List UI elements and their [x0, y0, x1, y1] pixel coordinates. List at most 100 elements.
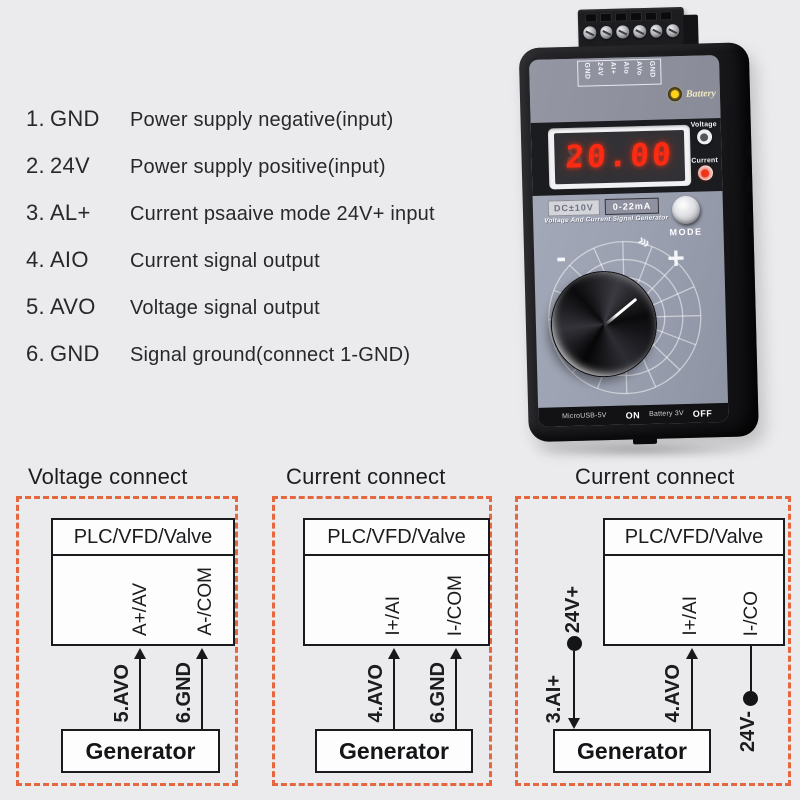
side-notch [743, 177, 752, 193]
wire-line [750, 646, 752, 692]
voltage-indicator: Voltage [689, 121, 720, 145]
wire-arrow-down [568, 651, 580, 729]
side-notch [744, 212, 753, 228]
wire-arrow-up [686, 648, 698, 729]
off-label: OFF [692, 407, 713, 419]
terminal-screw [583, 26, 597, 40]
wire-junction-dot [743, 691, 758, 706]
legend-pin-name: AL+ [49, 200, 91, 225]
legend-desc: Power supply positive(input) [130, 156, 386, 178]
plc-terminal-label: A+/AV [130, 583, 151, 636]
legend-num: 1. [26, 106, 45, 131]
wire-label: 4.AVO [365, 664, 387, 723]
legend-num: 6. [26, 341, 45, 366]
battery-label: Battery [685, 87, 717, 100]
plc-label: PLC/VFD/Valve [605, 520, 783, 556]
device-body: GND 24V AI+ AIo AVo GND Battery [518, 42, 759, 445]
wire-label: 5.AVO [111, 664, 133, 723]
plc-terminal-label: I-/CO [741, 590, 762, 636]
legend-pin-name: AVO [49, 294, 96, 319]
legend-desc: Signal ground(connect 1-GND) [130, 344, 411, 366]
display-value: 20.00 [564, 136, 675, 176]
diagram-voltage-connect: Voltage connect PLC/VFD/Valve A+/AV A-/C… [16, 464, 238, 786]
power-port-label: MicroUSB-5V [561, 412, 607, 421]
wire-label: 6.GND [427, 661, 449, 723]
legend-desc: Voltage signal output [130, 297, 320, 319]
diagram-frame: PLC/VFD/Valve I+/AI I-/COM 4.AVO 6.GND G… [272, 496, 492, 786]
usb-port [632, 436, 658, 445]
diagram-title: Current connect [286, 464, 446, 489]
current-indicator: Current [690, 157, 721, 181]
legend-pin-name: 24V [49, 153, 90, 178]
voltage-led-label: Voltage [690, 121, 717, 129]
legend-desc: Current psaaive mode 24V+ input [130, 203, 435, 225]
generator-box: Generator [315, 729, 473, 773]
plc-terminal-label: I+/AI [383, 596, 404, 636]
diagram-frame: PLC/VFD/Valve A+/AV A-/COM 5.AVO 6.GND G… [16, 496, 238, 786]
plc-terminal-label: I+/AI [680, 596, 701, 636]
legend-item: 4.AIO Current signal output [26, 247, 496, 294]
legend-item: 1.GND Power supply negative(input) [26, 106, 496, 153]
terminal-slot [599, 12, 613, 23]
terminal-screw [633, 24, 647, 39]
legend-item: 3.AL+ Current psaaive mode 24V+ input [26, 200, 496, 247]
current-range-badge: 0-22mA [604, 197, 660, 216]
wire-arrow-up [450, 648, 462, 729]
terminal-screw [666, 24, 680, 38]
wire-label: 3.AI+ [543, 674, 565, 723]
dial-minus-label: - [555, 241, 567, 275]
on-label: ON [625, 409, 641, 421]
diagram-current-connect-2: Current connect PLC/VFD/Valve I+/AI I-/C… [515, 464, 791, 786]
pin-label: GND [648, 60, 656, 78]
wire-label: 6.GND [173, 661, 195, 723]
legend-pin-name: GND [49, 106, 100, 131]
terminal-screw [616, 25, 630, 39]
plc-box: PLC/VFD/Valve A+/AV A-/COM [51, 518, 235, 646]
plc-box: PLC/VFD/Valve I+/AI I-/CO [603, 518, 785, 646]
seven-segment-display: 88.88 20.00 [547, 124, 692, 190]
current-led-icon [697, 165, 713, 181]
generator-box: Generator [553, 729, 711, 773]
voltage-range-badge: DC±10V [547, 199, 601, 217]
pin-label: AVo [635, 61, 643, 76]
pin-label: 24V [596, 62, 604, 77]
wire-junction-dot [567, 636, 582, 651]
terminal-slot [614, 12, 628, 22]
supply-label: 24V+ [562, 585, 584, 633]
terminal-screw [599, 25, 613, 40]
pin-label-box: GND 24V AI+ AIo AVo GND [577, 58, 662, 87]
wire-arrow-up [388, 648, 400, 729]
device-shadow [528, 442, 752, 458]
generator-box: Generator [61, 729, 220, 773]
legend-desc: Current signal output [130, 250, 320, 272]
plc-label: PLC/VFD/Valve [305, 520, 488, 556]
diagram-title: Voltage connect [28, 464, 188, 489]
legend-num: 5. [26, 294, 45, 319]
legend-num: 2. [26, 153, 45, 178]
terminal-slot [584, 13, 598, 23]
legend-item: 6.GND Signal ground(connect 1-GND) [26, 341, 496, 388]
legend-num: 3. [26, 200, 45, 225]
plc-terminal-label: I-/COM [445, 574, 466, 636]
side-notch [742, 142, 751, 158]
terminal-screw [649, 24, 663, 38]
terminal-slot [629, 12, 643, 22]
current-led-label: Current [691, 157, 719, 165]
diagram-title: Current connect [575, 464, 735, 489]
legend-item: 2.24V Power supply positive(input) [26, 153, 496, 200]
legend-pin-name: AIO [49, 247, 89, 272]
device-photo: GND 24V AI+ AIo AVo GND Battery [490, 0, 800, 470]
plc-terminal-label: A-/COM [195, 567, 216, 636]
mode-button[interactable] [671, 195, 700, 225]
wire-arrow-up [134, 648, 146, 729]
pin-label: GND [583, 62, 591, 80]
plc-box: PLC/VFD/Valve I+/AI I-/COM [303, 518, 490, 646]
battery-spec-label: Battery 3V [649, 410, 684, 418]
terminal-legend: 1.GND Power supply negative(input) 2.24V… [26, 106, 496, 388]
legend-pin-name: GND [49, 341, 100, 366]
plc-label: PLC/VFD/Valve [53, 520, 233, 556]
diagram-frame: PLC/VFD/Valve I+/AI I-/CO 24V+ 3.AI+ 4.A… [515, 496, 791, 786]
supply-label: 24V- [737, 711, 759, 753]
battery-led-icon [667, 86, 683, 102]
